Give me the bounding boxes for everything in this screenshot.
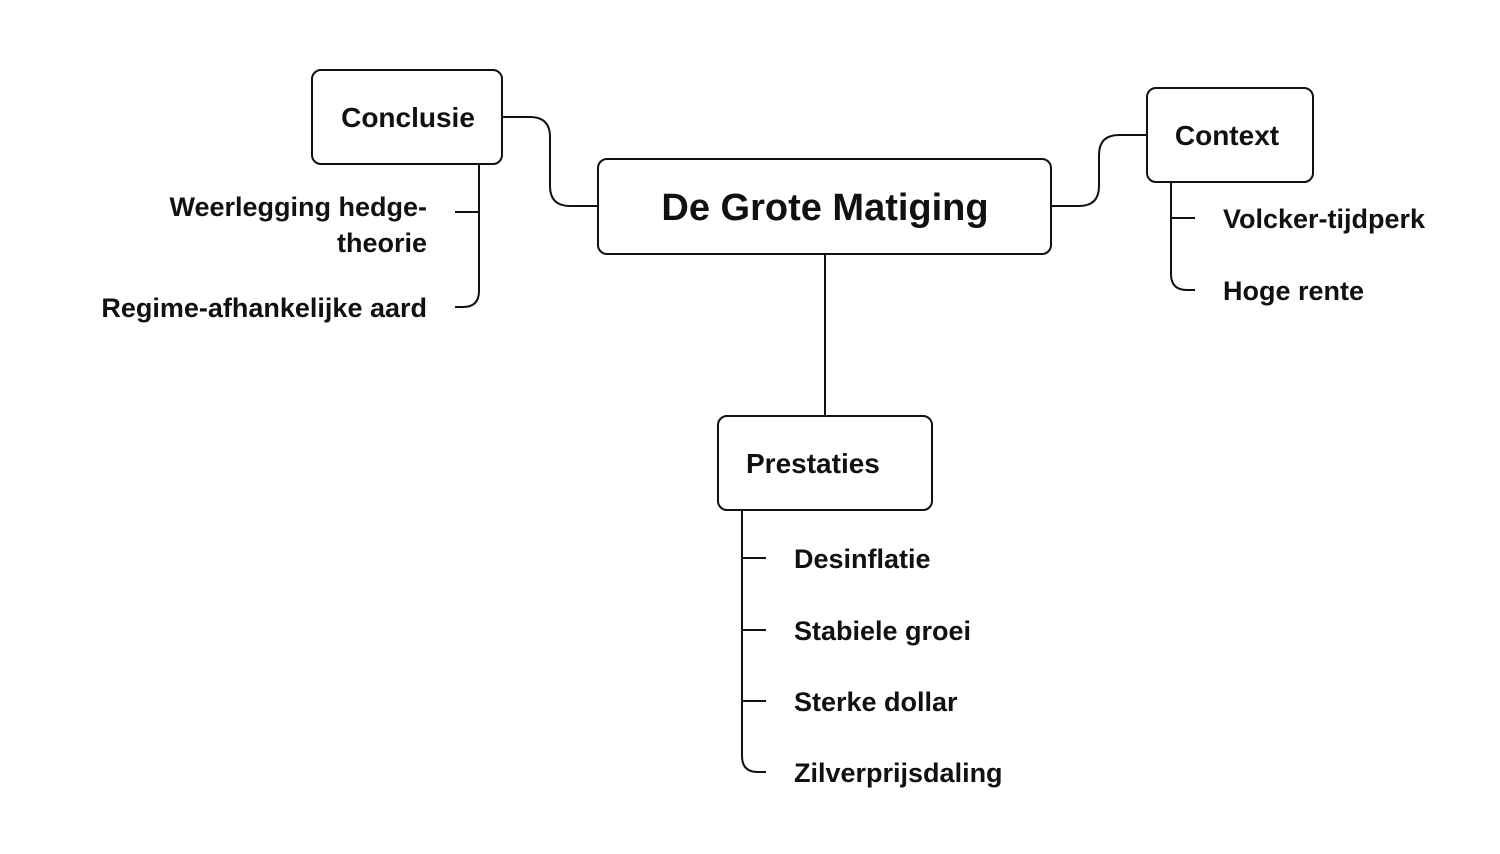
context-label: Context — [1175, 120, 1279, 151]
prestaties-label: Prestaties — [746, 448, 880, 479]
leaf-desinflatie: Desinflatie — [794, 544, 931, 574]
conclusie-label: Conclusie — [341, 102, 475, 133]
leaf-weerlegging-2: theorie — [337, 228, 427, 258]
leaf-sterke-dollar: Sterke dollar — [794, 687, 958, 717]
leaf-stabiele-groei: Stabiele groei — [794, 616, 971, 646]
root-node[interactable]: De Grote Matiging — [597, 158, 1052, 255]
leaf-zilverprijsdaling: Zilverprijsdaling — [794, 758, 1003, 788]
leaf-regime: Regime-afhankelijke aard — [101, 293, 427, 323]
node-context[interactable]: Context — [1146, 87, 1314, 183]
conclusie-children-line — [455, 164, 480, 308]
node-conclusie[interactable]: Conclusie — [311, 69, 503, 165]
node-prestaties[interactable]: Prestaties — [717, 415, 933, 511]
context-children-line — [1170, 182, 1195, 291]
root-label: De Grote Matiging — [661, 187, 988, 229]
leaf-volcker: Volcker-tijdperk — [1223, 204, 1426, 234]
prestaties-children-line — [741, 510, 766, 773]
connector-conclusie — [502, 116, 598, 207]
leaf-hoge-rente: Hoge rente — [1223, 276, 1364, 306]
leaf-weerlegging-1: Weerlegging hedge- — [169, 192, 427, 222]
connector-context — [1051, 134, 1147, 207]
